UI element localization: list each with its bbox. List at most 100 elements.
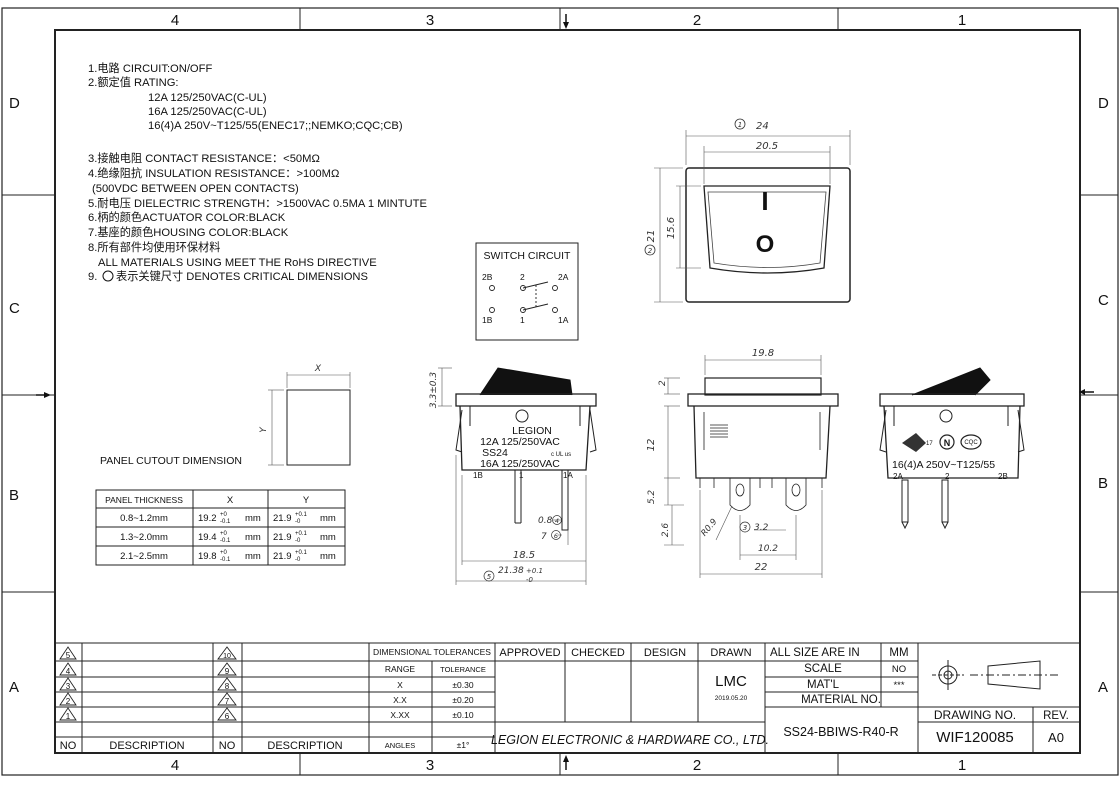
bottom-dim-10-2: 10.2	[758, 544, 778, 554]
note-materials: 8.所有部件均使用环保材料	[88, 240, 220, 254]
zone-row-right-d: D	[1098, 95, 1109, 112]
zone-row-left-a: A	[9, 679, 19, 696]
zone-row-right-c: C	[1098, 292, 1109, 309]
note-contact-resistance: 3.接触电阻 CONTACT RESISTANCE：<50MΩ	[88, 151, 320, 165]
nemko-mark-icon	[939, 434, 955, 450]
right-mark-n: N	[944, 438, 951, 448]
rev-right-10: 10	[223, 653, 231, 660]
side-crit-5: 5	[487, 573, 492, 581]
front-view: I O 1 24 20.5 2 21 15.6	[644, 118, 851, 303]
cutout-row2-x-unit: mm	[245, 532, 261, 543]
side-view: LEGION 12A 125/250VAC SS24 c UL us 16A 1…	[429, 367, 597, 585]
title-approved: APPROVED	[499, 647, 560, 659]
cutout-dim-x: X	[314, 364, 322, 374]
title-matl-value: ***	[893, 680, 904, 691]
switch-circuit-diagram: SWITCH CIRCUIT 2B 2 2A 1B 1 1A	[475, 242, 579, 341]
cutout-header-y: Y	[303, 495, 310, 506]
rev-left-5: 5	[66, 651, 71, 660]
side-dim-18-5: 18.5	[513, 550, 535, 561]
tolerances-header: DIMENSIONAL TOLERANCES	[373, 647, 491, 657]
cutout-row1-thickness: 0.8~1.2mm	[120, 513, 168, 524]
title-matl-label: MAT'L	[807, 679, 840, 691]
title-design: DESIGN	[644, 647, 686, 659]
side-dim-21-38-tol-upper: +0.1	[526, 567, 543, 575]
cutout-row1-y-unit: mm	[320, 513, 336, 524]
tolerances-range-xxx: X.XX	[390, 710, 410, 720]
cutout-header-x: X	[227, 495, 234, 506]
title-drawn-date: 2019.05.20	[715, 695, 748, 702]
cutout-row2-y-tol-upper: +0.1	[295, 531, 308, 537]
note-critical-dimensions: 表示关键尺寸 DENOTES CRITICAL DIMENSIONS	[116, 269, 368, 283]
zone-col-top-2: 2	[693, 12, 701, 29]
tolerances-table: DIMENSIONAL TOLERANCES RANGE TOLERANCE X…	[368, 642, 496, 754]
note-rohs: ALL MATERIALS USING MEET THE RoHS DIRECT…	[98, 257, 377, 269]
right-mark-cqc: CQC	[964, 440, 978, 446]
cutout-row3-x-tol-upper: +0	[220, 550, 228, 556]
zone-col-bottom-2: 2	[693, 757, 701, 774]
rev-left-1: 1	[66, 712, 71, 721]
front-crit-2: 2	[648, 247, 653, 255]
title-rev-label: REV.	[1043, 710, 1069, 722]
note-actuator-color: 6.柄的颜色ACTUATOR COLOR:BLACK	[88, 210, 286, 224]
side-crit-4: 4	[555, 517, 559, 525]
note-rating-3: 16(4)A 250V~T125/55(ENEC17;;NEMKO;CQC;CB…	[148, 120, 403, 132]
side-rating-2: 16A 125/250VAC	[480, 458, 560, 470]
cutout-row1-y: 21.9	[273, 513, 292, 524]
cutout-row1-x-unit: mm	[245, 513, 261, 524]
zone-col-bottom-1: 1	[958, 757, 966, 774]
right-terminal-2b: 2B	[998, 472, 1008, 481]
cutout-row3-y-tol-upper: +0.1	[295, 550, 308, 556]
cutout-row2-x-tol-lower: -0.1	[220, 538, 231, 544]
rev-left-desc-header: DESCRIPTION	[109, 740, 184, 752]
cutout-row1-x-tol-lower: -0.1	[220, 519, 231, 525]
cutout-row1-x: 19.2	[198, 513, 217, 524]
zone-row-left-b: B	[9, 487, 19, 504]
title-company: LEGION ELECTRONIC & HARDWARE CO., LTD.	[491, 733, 769, 747]
on-symbol: I	[761, 186, 768, 216]
cutout-row3-y: 21.9	[273, 551, 292, 562]
title-block: APPROVED CHECKED DESIGN DRAWN LMC 2019.0…	[491, 642, 1081, 754]
rev-right-desc-header: DESCRIPTION	[267, 740, 342, 752]
spec-notes: 1.电路 CIRCUIT:ON/OFF 2.额定值 RATING: 12A 12…	[88, 61, 427, 283]
title-drawn-by: LMC	[715, 673, 747, 690]
bottom-dim-2: 2	[658, 380, 668, 386]
tolerances-range-x: X	[397, 680, 403, 690]
rev-right-7: 7	[225, 697, 230, 706]
right-rating: 16(4)A 250V~T125/55	[892, 459, 995, 471]
side-dim-7: 7	[541, 532, 547, 542]
switch-terminal-2: 2	[520, 272, 525, 282]
front-dim-24: 24	[756, 121, 769, 132]
front-crit-1: 1	[738, 121, 742, 129]
critical-dimension-symbol-icon	[102, 270, 114, 282]
cutout-row1-y-tol-upper: +0.1	[295, 512, 308, 518]
cutout-header-thickness: PANEL THICKNESS	[105, 495, 183, 505]
side-model: SS24	[482, 447, 508, 459]
zone-labels: 4 3 2 1 4 3 2 1 D C B A D C B A	[9, 12, 1109, 774]
cutout-row1-x-tol-upper: +0	[220, 512, 228, 518]
title-checked: CHECKED	[571, 647, 625, 659]
tolerances-col-range: RANGE	[385, 664, 416, 674]
rev-right-6: 6	[225, 712, 230, 721]
cutout-row3-x-tol-lower: -0.1	[220, 557, 231, 563]
cutout-row3-x-unit: mm	[245, 551, 261, 562]
cutout-dim-y: Y	[259, 426, 269, 433]
zone-col-top-1: 1	[958, 12, 966, 29]
right-side-view: 17 N CQC 16(4)A 250V~T125/55 2A 2 2B	[879, 367, 1025, 530]
cutout-row2-x-tol-upper: +0	[220, 531, 228, 537]
bottom-dim-3-2: 3.2	[754, 523, 769, 533]
rev-left-2: 2	[66, 697, 71, 706]
switch-terminal-1: 1	[520, 315, 525, 325]
rev-left-no-header: NO	[60, 740, 77, 752]
switch-circuit-title: SWITCH CIRCUIT	[484, 250, 571, 262]
tolerances-tol-x: ±0.30	[452, 680, 473, 690]
bottom-dim-5-2: 5.2	[647, 490, 657, 505]
cutout-row2-y: 21.9	[273, 532, 292, 543]
rev-right-no-header: NO	[219, 740, 236, 752]
panel-cutout-label: PANEL CUTOUT DIMENSION	[100, 455, 242, 467]
title-material-no: SS24-BBIWS-R40-R	[783, 725, 898, 739]
tolerances-tol-xxx: ±0.10	[452, 710, 473, 720]
rev-left-4: 4	[66, 667, 71, 676]
cutout-row3-y-tol-lower: -0	[295, 557, 301, 563]
side-dim-21-38-tol-lower: -0	[526, 576, 534, 584]
